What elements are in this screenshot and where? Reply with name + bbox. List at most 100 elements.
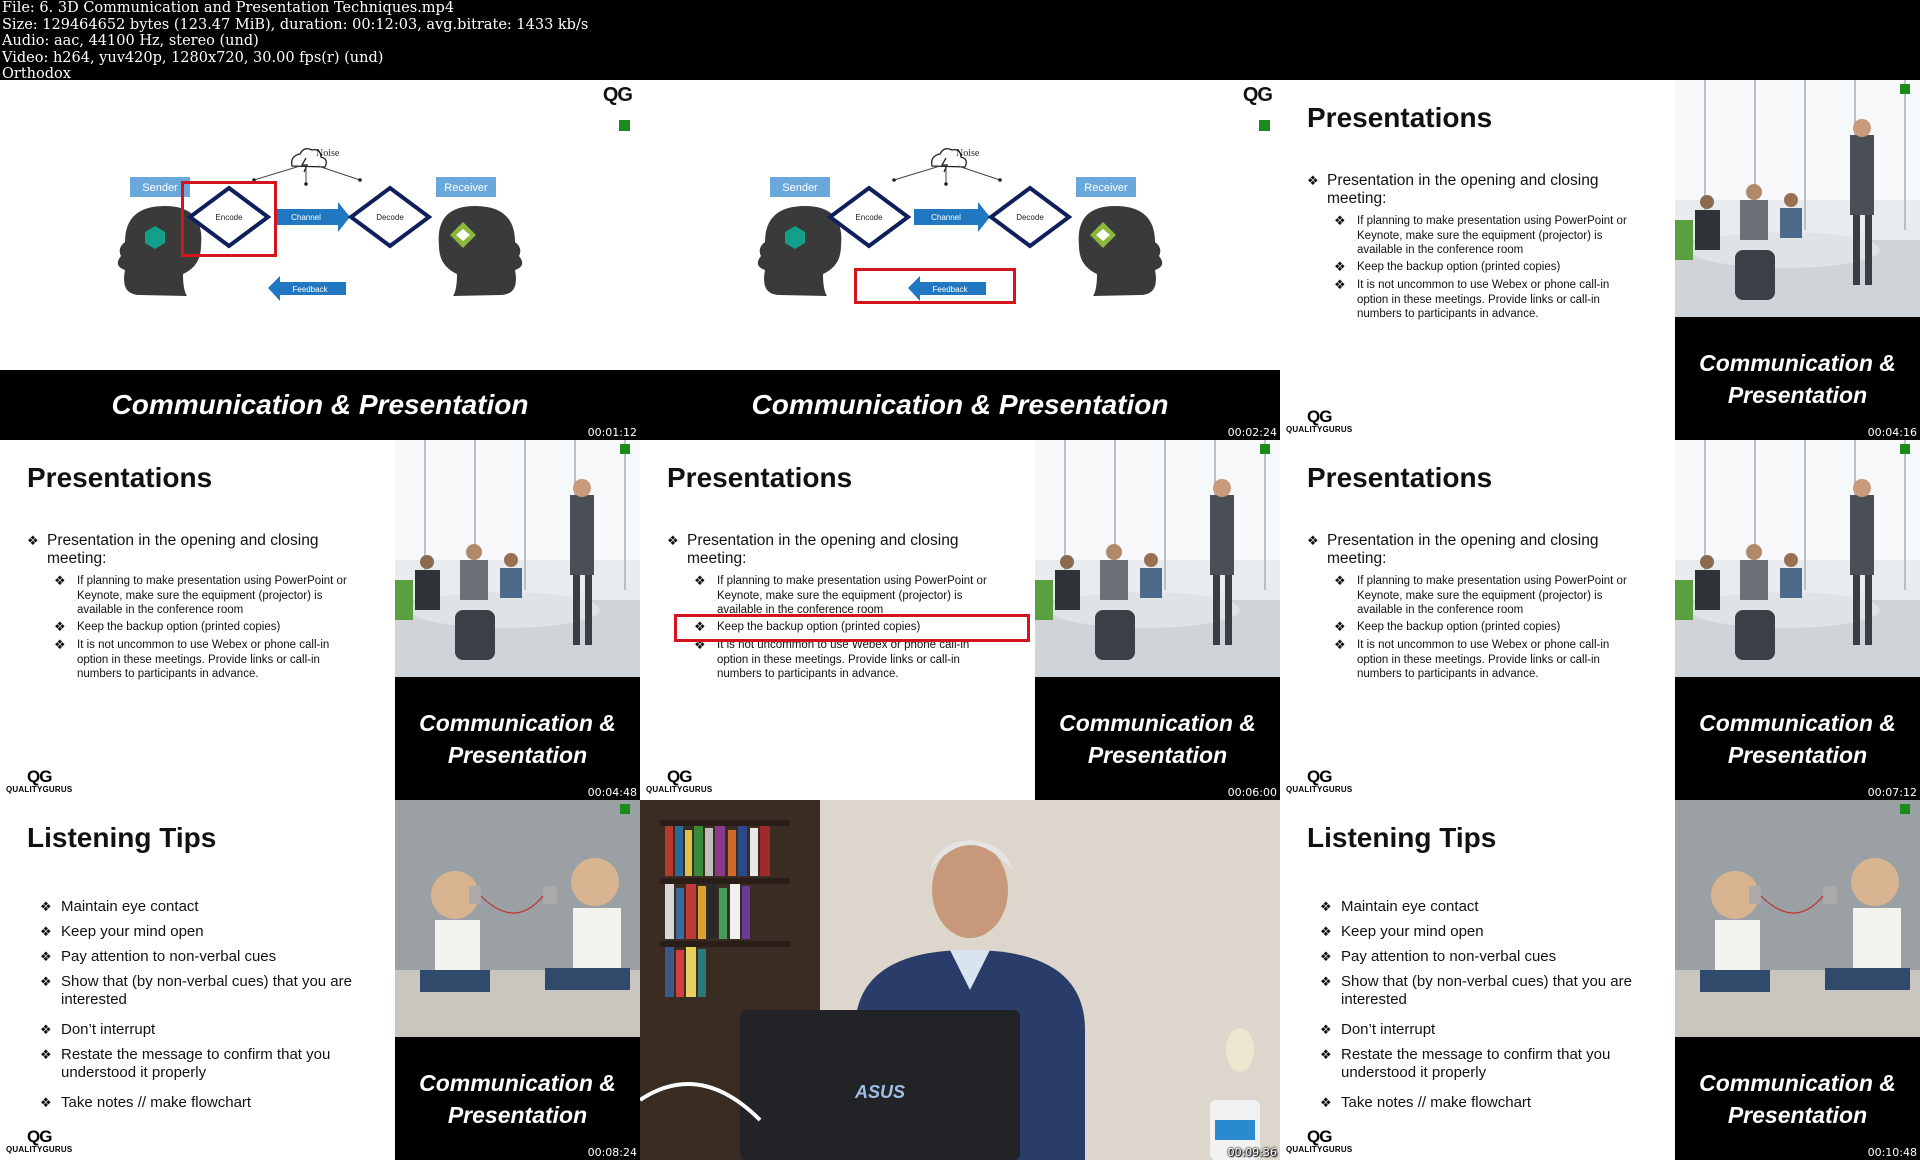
svg-text:Encode: Encode bbox=[855, 213, 883, 222]
video-line: Video: h264, yuv420p, 1280x720, 30.00 fp… bbox=[2, 49, 384, 66]
listening-tip-item: ❖Maintain eye contact bbox=[40, 898, 199, 915]
thumbnail-7[interactable]: Listening Tips ❖Maintain eye contact❖Kee… bbox=[0, 800, 640, 1160]
timestamp: 00:07:12 bbox=[1867, 786, 1917, 799]
svg-text:Decode: Decode bbox=[376, 213, 404, 222]
receiver-head-icon bbox=[1078, 206, 1163, 296]
svg-text:Noise: Noise bbox=[316, 148, 340, 159]
thumbnail-1[interactable]: Noise Sender Receiver Encode Channel Dec… bbox=[0, 80, 640, 440]
thumbnail-6[interactable]: Presentations ❖Presentation in the openi… bbox=[1280, 440, 1920, 800]
sender-head-icon bbox=[757, 206, 842, 296]
slide-image-panel: Communication &Presentation bbox=[1035, 440, 1280, 800]
sub-bullet: ❖If planning to make presentation using … bbox=[1334, 573, 1627, 616]
slide-text-panel: Listening Tips ❖Maintain eye contact❖Kee… bbox=[1280, 800, 1675, 1160]
timestamp: 00:10:48 bbox=[1867, 1146, 1917, 1159]
tin-can-phone-photo bbox=[395, 800, 640, 1037]
sender-head-icon bbox=[117, 206, 202, 296]
sub-bullet: ❖If planning to make presentation using … bbox=[694, 573, 987, 616]
slide-text-panel: Presentations ❖Presentation in the openi… bbox=[0, 440, 395, 800]
slide-caption: Communication &Presentation bbox=[395, 677, 640, 800]
tin-can-phone-photo bbox=[1675, 800, 1920, 1037]
thumbnail-3[interactable]: Presentations ❖Presentation in the openi… bbox=[1280, 80, 1920, 440]
timestamp: 00:02:24 bbox=[1227, 426, 1277, 439]
presenter-video-frame: ASUS bbox=[640, 800, 1280, 1160]
thumbnail-8[interactable]: ASUS 00:09:36 bbox=[640, 800, 1280, 1160]
slide-title: Presentations bbox=[27, 462, 213, 493]
thumbnail-9[interactable]: Listening Tips ❖Maintain eye contact❖Kee… bbox=[1280, 800, 1920, 1160]
slide-text-panel: Presentations ❖Presentation in the openi… bbox=[1280, 440, 1675, 800]
svg-text:Receiver: Receiver bbox=[444, 182, 488, 194]
svg-text:Sender: Sender bbox=[782, 182, 818, 194]
communication-diagram: Noise Sender Receiver Encode Channel Dec… bbox=[757, 148, 1163, 301]
thumbnail-4[interactable]: Presentations ❖Presentation in the openi… bbox=[0, 440, 640, 800]
svg-text:Feedback: Feedback bbox=[932, 285, 968, 294]
slide-title: Listening Tips bbox=[27, 822, 217, 853]
slide-caption: Communication &Presentation bbox=[395, 1037, 640, 1160]
svg-text:Feedback: Feedback bbox=[292, 285, 328, 294]
noise-cloud-icon bbox=[252, 148, 362, 186]
thumbnail-2[interactable]: Noise Sender Receiver Encode Channel Dec… bbox=[640, 80, 1280, 440]
file-name-line: File: 6. 3D Communication and Presentati… bbox=[2, 0, 455, 16]
main-bullet: ❖Presentation in the opening and closing… bbox=[27, 532, 319, 567]
listening-tip-item: ❖Restate the message to confirm that you… bbox=[40, 1046, 331, 1081]
listening-tip-item: ❖Pay attention to non-verbal cues bbox=[40, 948, 277, 965]
sub-bullet: ❖Keep the backup option (printed copies) bbox=[1334, 619, 1561, 634]
sub-bullet: ❖It is not uncommon to use Webex or phon… bbox=[54, 637, 330, 680]
listening-tip-item: ❖Take notes // make flowchart bbox=[1320, 1094, 1532, 1111]
svg-text:ASUS: ASUS bbox=[854, 1082, 905, 1102]
slide-caption: Communication &Presentation bbox=[1675, 317, 1920, 440]
file-size-line: Size: 129464652 bytes (123.47 MiB), dura… bbox=[2, 16, 589, 33]
slide-text-panel: Presentations ❖Presentation in the openi… bbox=[640, 440, 1035, 800]
slide-text-panel: Listening Tips ❖Maintain eye contact❖Kee… bbox=[0, 800, 395, 1160]
svg-text:Encode: Encode bbox=[215, 213, 243, 222]
slide-title: Presentations bbox=[1307, 462, 1493, 493]
main-bullet: ❖Presentation in the opening and closing… bbox=[667, 532, 959, 567]
sub-bullet: ❖Keep the backup option (printed copies) bbox=[1334, 259, 1561, 274]
slide-banner: Communication & Presentation bbox=[640, 370, 1280, 440]
laptop-icon bbox=[740, 1010, 1020, 1160]
sender-hex-icon bbox=[785, 226, 805, 249]
listening-tip-item: ❖Show that (by non-verbal cues) that you… bbox=[1320, 973, 1632, 1008]
svg-text:Noise: Noise bbox=[956, 148, 980, 159]
listening-tip-item: ❖Restate the message to confirm that you… bbox=[1320, 1046, 1611, 1081]
slide-caption: Communication &Presentation bbox=[1035, 677, 1280, 800]
feedback-highlight-box bbox=[854, 268, 1016, 304]
meeting-photo bbox=[1675, 440, 1920, 677]
thumbnail-5[interactable]: Presentations ❖Presentation in the openi… bbox=[640, 440, 1280, 800]
slide-caption: Communication &Presentation bbox=[1675, 1037, 1920, 1160]
sub-bullet: ❖Keep the backup option (printed copies) bbox=[694, 619, 921, 634]
timestamp: 00:04:48 bbox=[587, 786, 637, 799]
sender-hex-icon bbox=[145, 226, 165, 249]
listening-tip-item: ❖Pay attention to non-verbal cues bbox=[1320, 948, 1557, 965]
slide-text-panel: Presentations ❖Presentation in the openi… bbox=[1280, 80, 1675, 440]
sub-bullet: ❖It is not uncommon to use Webex or phon… bbox=[1334, 277, 1610, 320]
timestamp: 00:08:24 bbox=[587, 1146, 637, 1159]
svg-text:Channel: Channel bbox=[931, 213, 961, 222]
svg-text:Channel: Channel bbox=[291, 213, 321, 222]
qg-logo: QG bbox=[602, 84, 633, 106]
encode-highlight-box bbox=[181, 181, 277, 257]
meeting-photo bbox=[1035, 440, 1280, 677]
qg-logo: QG bbox=[1242, 84, 1273, 106]
sub-bullet: ❖If planning to make presentation using … bbox=[1334, 213, 1627, 256]
slide-title: Presentations bbox=[667, 462, 853, 493]
slide-image-panel: Communication &Presentation bbox=[395, 800, 640, 1160]
slide-title: Listening Tips bbox=[1307, 822, 1497, 853]
timestamp: 00:09:36 bbox=[1227, 1146, 1277, 1159]
main-bullet: ❖Presentation in the opening and closing… bbox=[1307, 172, 1599, 207]
vase-icon bbox=[1226, 1028, 1254, 1072]
backup-option-highlight-box bbox=[674, 614, 1030, 642]
meeting-photo bbox=[1675, 80, 1920, 317]
listening-tip-item: ❖Don’t interrupt bbox=[40, 1021, 156, 1038]
timestamp: 00:04:16 bbox=[1867, 426, 1917, 439]
audio-line: Audio: aac, 44100 Hz, stereo (und) bbox=[2, 33, 259, 49]
listening-tip-item: ❖Take notes // make flowchart bbox=[40, 1094, 252, 1111]
slide-image-panel: Communication &Presentation bbox=[1675, 800, 1920, 1160]
receiver-head-icon bbox=[438, 206, 523, 296]
timestamp: 00:06:00 bbox=[1227, 786, 1277, 799]
green-marker bbox=[1259, 120, 1270, 131]
